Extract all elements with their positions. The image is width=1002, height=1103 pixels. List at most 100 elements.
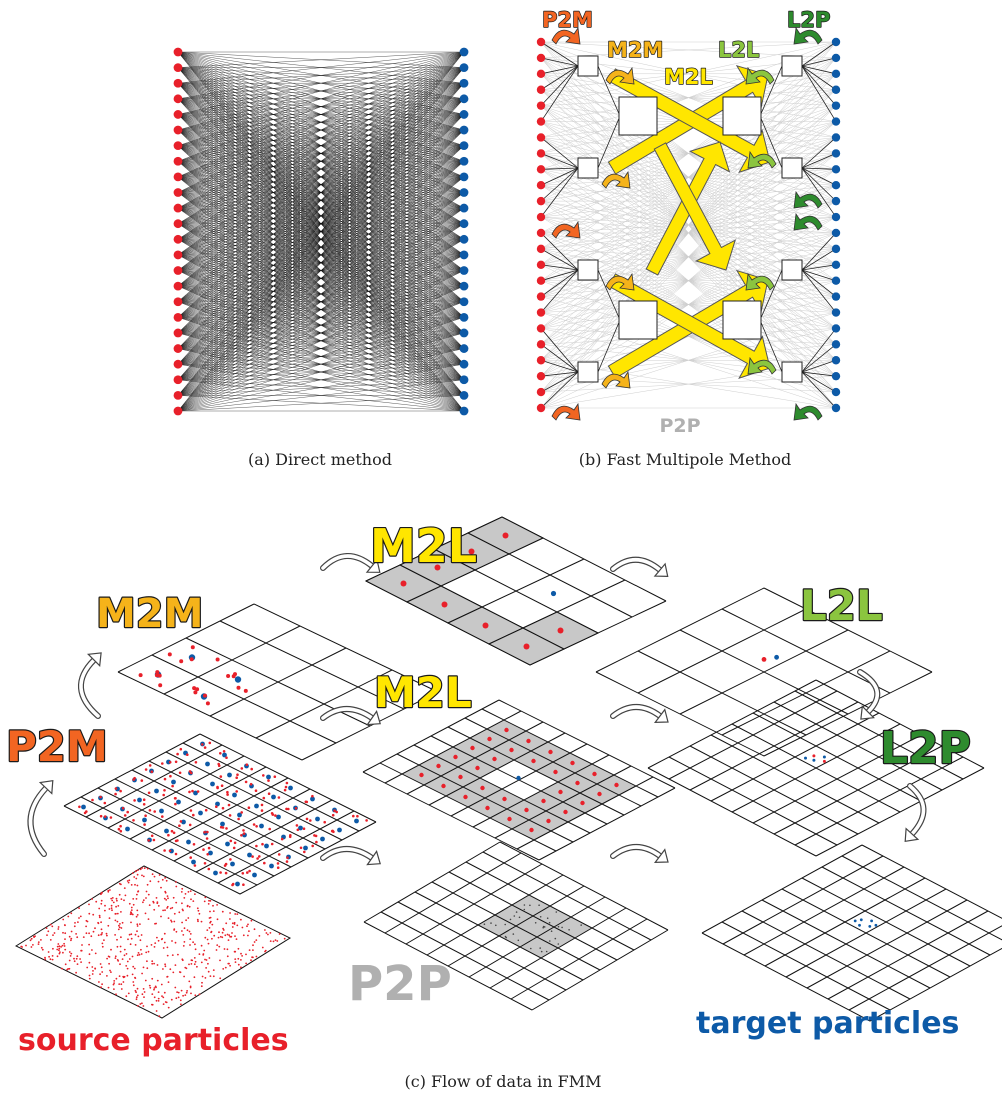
particle bbox=[154, 985, 157, 988]
source-particle bbox=[173, 406, 183, 416]
particle bbox=[67, 915, 70, 918]
parent-node bbox=[722, 96, 762, 136]
particle bbox=[224, 862, 228, 866]
particle bbox=[180, 1003, 182, 1006]
particle bbox=[135, 915, 138, 918]
particle bbox=[252, 823, 256, 826]
particle bbox=[136, 925, 139, 927]
shaded-cell bbox=[499, 926, 537, 947]
particle bbox=[436, 763, 441, 769]
particle bbox=[252, 872, 257, 878]
particle bbox=[101, 932, 103, 934]
particle bbox=[151, 960, 154, 963]
particle bbox=[121, 921, 124, 924]
particle bbox=[165, 899, 168, 901]
particle bbox=[215, 801, 220, 807]
particle bbox=[130, 906, 133, 909]
particle bbox=[216, 918, 219, 921]
particle bbox=[332, 830, 335, 834]
particle bbox=[261, 946, 264, 949]
particle bbox=[475, 765, 480, 771]
particle bbox=[206, 938, 209, 941]
source-particle bbox=[173, 344, 183, 353]
particle bbox=[229, 912, 232, 914]
particle bbox=[220, 821, 225, 827]
particle bbox=[127, 881, 130, 884]
target-particle bbox=[459, 125, 469, 135]
particle bbox=[164, 877, 167, 879]
l2l-curl bbox=[747, 150, 777, 169]
particle bbox=[163, 991, 166, 994]
particle bbox=[196, 790, 200, 793]
particle bbox=[243, 688, 248, 693]
flow-curl-arrows bbox=[27, 553, 927, 866]
particle bbox=[217, 764, 221, 767]
source-particle bbox=[173, 312, 183, 322]
l2p-curl bbox=[793, 26, 823, 45]
particle bbox=[121, 806, 125, 810]
particle bbox=[167, 897, 169, 900]
particle bbox=[136, 914, 139, 916]
particle bbox=[112, 983, 115, 986]
particle bbox=[146, 967, 149, 970]
particle bbox=[122, 981, 125, 983]
particle bbox=[113, 982, 115, 984]
leaf-link bbox=[540, 371, 579, 377]
particle bbox=[153, 996, 156, 999]
particle bbox=[130, 909, 133, 911]
particle bbox=[98, 914, 101, 917]
particle bbox=[142, 875, 145, 878]
leaf-node bbox=[577, 361, 599, 383]
source-particle bbox=[536, 260, 546, 269]
particle bbox=[252, 944, 254, 947]
m2m-curl bbox=[605, 66, 635, 85]
particle bbox=[142, 798, 146, 801]
particle bbox=[580, 924, 582, 926]
particle bbox=[158, 874, 161, 876]
source-particle bbox=[536, 340, 546, 349]
particle bbox=[553, 769, 558, 775]
particle bbox=[49, 958, 52, 961]
particle bbox=[150, 834, 154, 838]
particle bbox=[267, 779, 270, 782]
particle bbox=[237, 812, 242, 818]
particle bbox=[219, 935, 222, 938]
particle bbox=[58, 947, 61, 950]
particle bbox=[434, 564, 441, 571]
particle bbox=[509, 918, 512, 921]
particle bbox=[198, 953, 201, 955]
particle bbox=[116, 920, 119, 923]
particle bbox=[123, 975, 126, 978]
particle bbox=[149, 880, 152, 883]
target-particle bbox=[459, 328, 469, 338]
particle bbox=[174, 802, 177, 806]
source-particle bbox=[173, 203, 183, 213]
particle bbox=[117, 928, 120, 931]
particle bbox=[60, 946, 62, 948]
particle bbox=[47, 951, 50, 953]
particle bbox=[196, 907, 199, 910]
particle bbox=[269, 932, 272, 934]
particle bbox=[85, 932, 88, 935]
particle bbox=[142, 966, 145, 969]
particle bbox=[179, 659, 184, 664]
particle bbox=[774, 654, 779, 660]
particle bbox=[189, 890, 192, 892]
particle bbox=[333, 809, 336, 812]
arrow-to-m2l-mid bbox=[321, 707, 374, 720]
arrow-from-m2l-top bbox=[611, 557, 662, 572]
leaf-link bbox=[801, 153, 837, 169]
particle bbox=[190, 963, 193, 965]
particle bbox=[183, 941, 186, 943]
l2l-curl bbox=[745, 272, 775, 291]
particle bbox=[240, 918, 242, 921]
particle bbox=[530, 947, 532, 950]
leaf-link bbox=[540, 269, 579, 297]
source-particle bbox=[536, 165, 546, 174]
particle bbox=[155, 999, 158, 1002]
particle bbox=[523, 904, 526, 906]
particle bbox=[100, 966, 103, 969]
particle bbox=[209, 975, 212, 977]
particle bbox=[255, 844, 258, 848]
particle bbox=[483, 923, 486, 925]
